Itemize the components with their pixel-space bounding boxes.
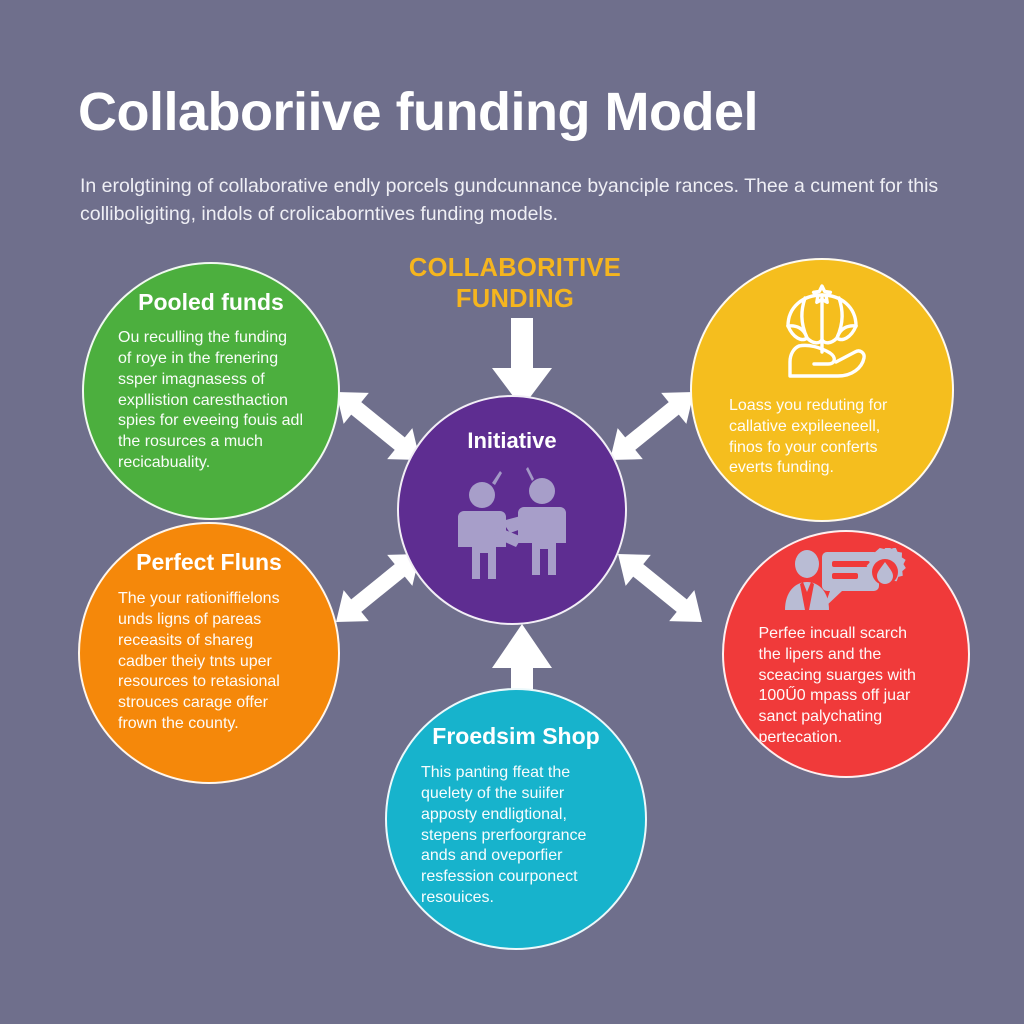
green-initiative-arrow (336, 392, 420, 460)
page-subtitle: In erolgtining of collaborative endly po… (80, 175, 939, 226)
node-shop[interactable]: Froedsim Shop This panting ffeat the que… (385, 688, 647, 950)
collaborative-funding-label: COLLABORITIVE FUNDING (408, 254, 622, 314)
red-initiative-arrow (618, 554, 702, 622)
orange-initiative-arrow (336, 554, 420, 622)
node-search[interactable]: Perfee incuall scarch the lipers and the… (722, 530, 970, 778)
node-pooled-funds-title: Pooled funds (138, 289, 284, 315)
top-down-arrow (492, 318, 552, 408)
node-perfect-fluns[interactable]: Perfect Fluns The your rationiffielons u… (78, 522, 340, 784)
node-perfect-fluns-title: Perfect Fluns (136, 549, 282, 575)
node-initiative-title: Initiative (467, 428, 557, 453)
node-loans[interactable]: Loass you reduting for callative expilee… (690, 258, 954, 522)
node-initiative[interactable]: Initiative (397, 395, 627, 625)
node-pooled-funds-body: Ou reculling the funding of roye in the … (118, 329, 303, 472)
handshake-people-icon (442, 465, 582, 585)
node-perfect-fluns-body: The your rationiffielons unds ligns of p… (118, 590, 280, 733)
bottom-up-arrow (492, 624, 552, 718)
node-loans-body: Loass you reduting for callative expilee… (729, 397, 888, 477)
yellow-initiative-arrow (610, 392, 694, 460)
page-title: Collaboriive funding Model (78, 82, 758, 142)
node-pooled-funds[interactable]: Pooled funds Ou reculling the funding of… (82, 262, 340, 520)
person-speech-gear-icon (780, 545, 912, 614)
node-search-body: Perfee incuall scarch the lipers and the… (758, 625, 916, 746)
node-shop-body: This panting ffeat the quelety of the su… (421, 764, 587, 907)
node-shop-title: Froedsim Shop (432, 723, 600, 749)
parachute-hand-icon (766, 280, 878, 388)
